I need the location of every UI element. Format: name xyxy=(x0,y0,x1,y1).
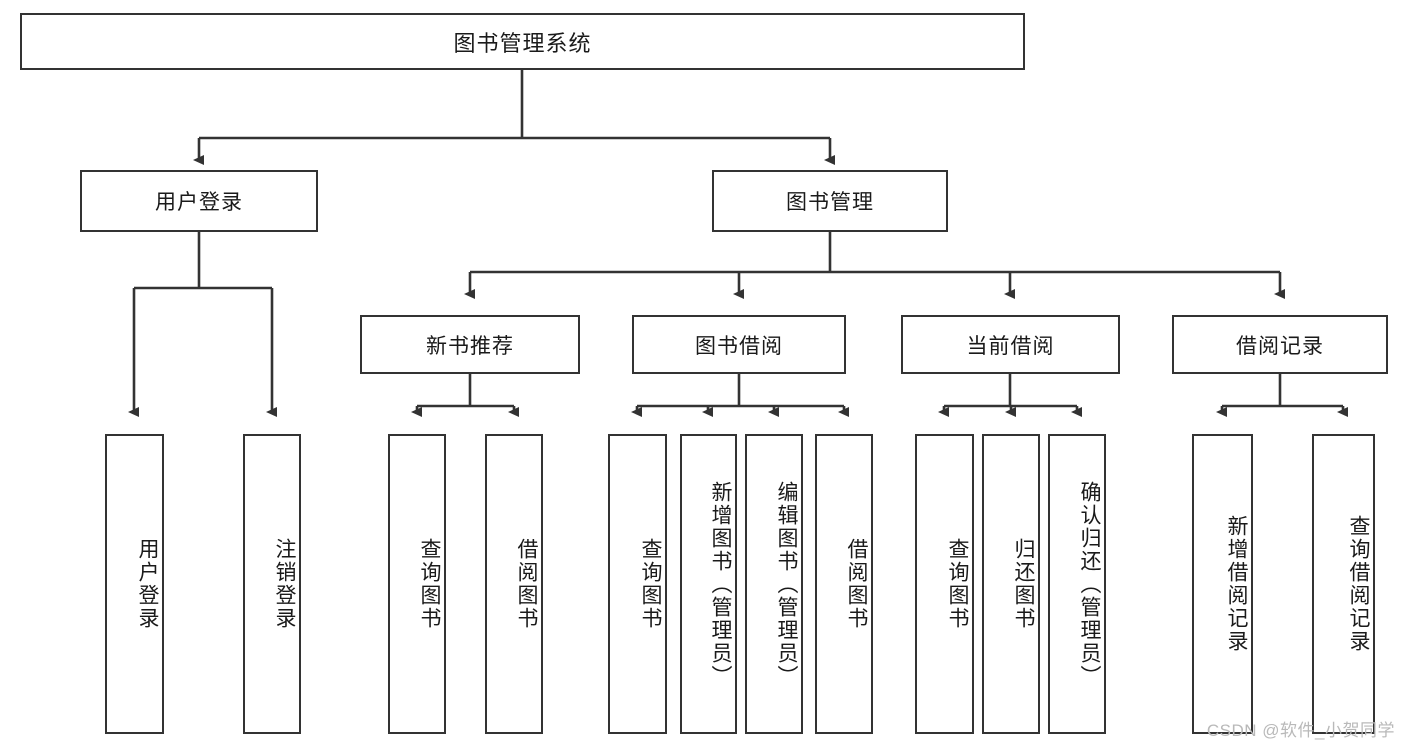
leaf-user-login-logout[interactable]: 注销登录 xyxy=(243,434,301,734)
leaf-current-confirm-return-admin[interactable]: 确认归还（管理员） xyxy=(1048,434,1106,734)
leaf-recommend-query-book[interactable]: 查询图书 xyxy=(388,434,446,734)
csdn-watermark: CSDN @软件_小贺同学 xyxy=(1206,721,1395,740)
leaf-recommend-borrow-book[interactable]: 借阅图书 xyxy=(485,434,543,734)
leaf-user-login-login[interactable]: 用户登录 xyxy=(105,434,164,734)
leaf-current-query-book[interactable]: 查询图书 xyxy=(915,434,974,734)
leaf-record-query-record[interactable]: 查询借阅记录 xyxy=(1312,434,1375,734)
node-borrow-record[interactable]: 借阅记录 xyxy=(1172,315,1388,374)
leaf-borrow-add-book-admin[interactable]: 新增图书（管理员） xyxy=(680,434,737,734)
leaf-current-return-book[interactable]: 归还图书 xyxy=(982,434,1040,734)
leaf-record-add-record[interactable]: 新增借阅记录 xyxy=(1192,434,1253,734)
node-book-management[interactable]: 图书管理 xyxy=(712,170,948,232)
node-current-borrow[interactable]: 当前借阅 xyxy=(901,315,1120,374)
leaf-borrow-edit-book-admin[interactable]: 编辑图书（管理员） xyxy=(745,434,803,734)
leaf-borrow-query-book[interactable]: 查询图书 xyxy=(608,434,667,734)
node-root-system[interactable]: 图书管理系统 xyxy=(20,13,1025,70)
node-book-borrow[interactable]: 图书借阅 xyxy=(632,315,846,374)
leaf-borrow-borrow-book[interactable]: 借阅图书 xyxy=(815,434,873,734)
node-new-book-recommend[interactable]: 新书推荐 xyxy=(360,315,580,374)
node-user-login[interactable]: 用户登录 xyxy=(80,170,318,232)
